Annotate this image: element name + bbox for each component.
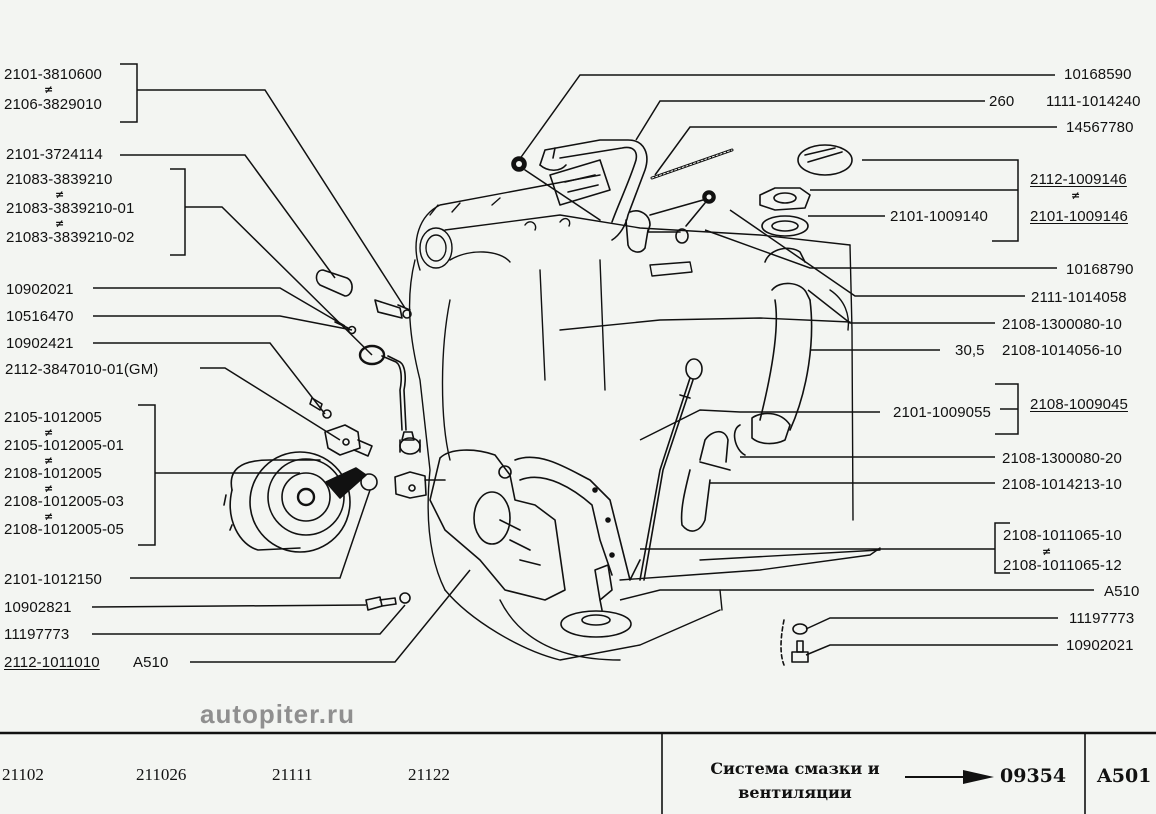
- interchange-symbol: ≠: [55, 188, 65, 201]
- model-number: 21111: [272, 765, 313, 784]
- part-number: 2101-1009140: [890, 208, 988, 225]
- oil-pickup: [560, 564, 632, 638]
- part-number: 2108-1011065-10: [1003, 527, 1122, 544]
- interchange-symbol: ≠: [44, 83, 54, 96]
- interchange-symbol: ≠: [44, 482, 54, 495]
- breather-hose-assembly: [511, 139, 716, 253]
- part-number: 10168590: [1064, 66, 1132, 83]
- part-number-assembly: 2112-1011010: [4, 654, 100, 671]
- section-title: Система смазки и вентиляции: [690, 757, 900, 805]
- pump-bolt-and-washer: [365, 592, 411, 611]
- part-number-assembly: 2101-1009146: [1030, 208, 1128, 225]
- oil-dipstick: [639, 358, 703, 581]
- part-number: 11197773: [1069, 610, 1135, 627]
- part-number: 10902021: [6, 281, 74, 298]
- reference-code: A510: [133, 654, 169, 671]
- part-number: 14567780: [1066, 119, 1134, 136]
- part-number: 2108-1300080-20: [1002, 450, 1122, 467]
- part-number: 2111-1014058: [1031, 289, 1127, 306]
- part-number: 21083-3839210-02: [6, 229, 135, 246]
- arrow-icon: [905, 770, 994, 784]
- part-number: 2108-1011065-12: [1003, 557, 1122, 574]
- part-number: 2108-1014056-10: [1002, 342, 1122, 359]
- part-number: 2101-1012150: [4, 571, 102, 588]
- watermark: autopiter.ru: [200, 699, 356, 729]
- part-number: 2101-1009055: [893, 404, 991, 421]
- part-number: 2101-3724114: [6, 146, 103, 163]
- part-number: 10902421: [6, 335, 74, 352]
- part-number: 2101-3810600: [4, 66, 102, 83]
- model-number: 211026: [136, 765, 187, 784]
- model-number: 21122: [408, 765, 450, 784]
- interchange-symbol: ≠: [44, 426, 54, 439]
- oil-filter: [223, 451, 378, 553]
- part-number: 10902021: [1066, 637, 1134, 654]
- oil-pressure-switch: [324, 424, 373, 457]
- part-number: 2105-1012005-01: [4, 437, 124, 454]
- interchange-symbol: ≠: [1042, 545, 1052, 558]
- footer-frame: [0, 731, 1156, 814]
- section-code: 09354: [1000, 765, 1067, 787]
- part-number: 2108-1012005-05: [4, 521, 124, 538]
- part-number: 10902821: [4, 599, 72, 616]
- part-number: 2108-1014213-10: [1002, 476, 1122, 493]
- reference-code: A510: [1104, 583, 1140, 600]
- part-number: 2108-1012005-03: [4, 493, 124, 510]
- oil-pump: [394, 449, 641, 601]
- sump-bolt-and-washer: [780, 619, 809, 666]
- part-number: 21083-3839210: [6, 171, 113, 188]
- part-number-assembly: 2112-1009146: [1030, 171, 1127, 188]
- quantity: 30,5: [955, 342, 985, 359]
- section-title-line1: Система смазки и: [710, 759, 880, 778]
- part-number: 21083-3839210-01: [6, 200, 135, 217]
- page-code: A501: [1097, 765, 1152, 787]
- part-number: 1111-1014240: [1046, 93, 1141, 110]
- part-number: 2112-3847010-01(GM): [5, 361, 159, 378]
- oil-filler-cap: [759, 144, 853, 237]
- oil-pressure-sender: [315, 269, 421, 455]
- part-number: 10168790: [1066, 261, 1134, 278]
- part-number: 2108-1012005: [4, 465, 102, 482]
- part-number: 2105-1012005: [4, 409, 102, 426]
- section-title-line2: вентиляции: [738, 783, 852, 802]
- quantity: 260: [989, 93, 1015, 110]
- ventilation-hose: [680, 247, 813, 532]
- model-number: 21102: [2, 765, 44, 784]
- breather-tube-14567780: [650, 148, 734, 180]
- part-number: 2106-3829010: [4, 96, 102, 113]
- part-number-assembly: 2108-1009045: [1030, 396, 1128, 413]
- part-number: 10516470: [6, 308, 74, 325]
- interchange-symbol: ≠: [55, 217, 65, 230]
- leader-lines: [91, 63, 1094, 663]
- part-number: 11197773: [4, 626, 70, 643]
- interchange-symbol: ≠: [44, 510, 54, 523]
- part-number: 2108-1300080-10: [1002, 316, 1122, 333]
- interchange-symbol: ≠: [44, 454, 54, 467]
- interchange-symbol: ≠: [1071, 189, 1081, 202]
